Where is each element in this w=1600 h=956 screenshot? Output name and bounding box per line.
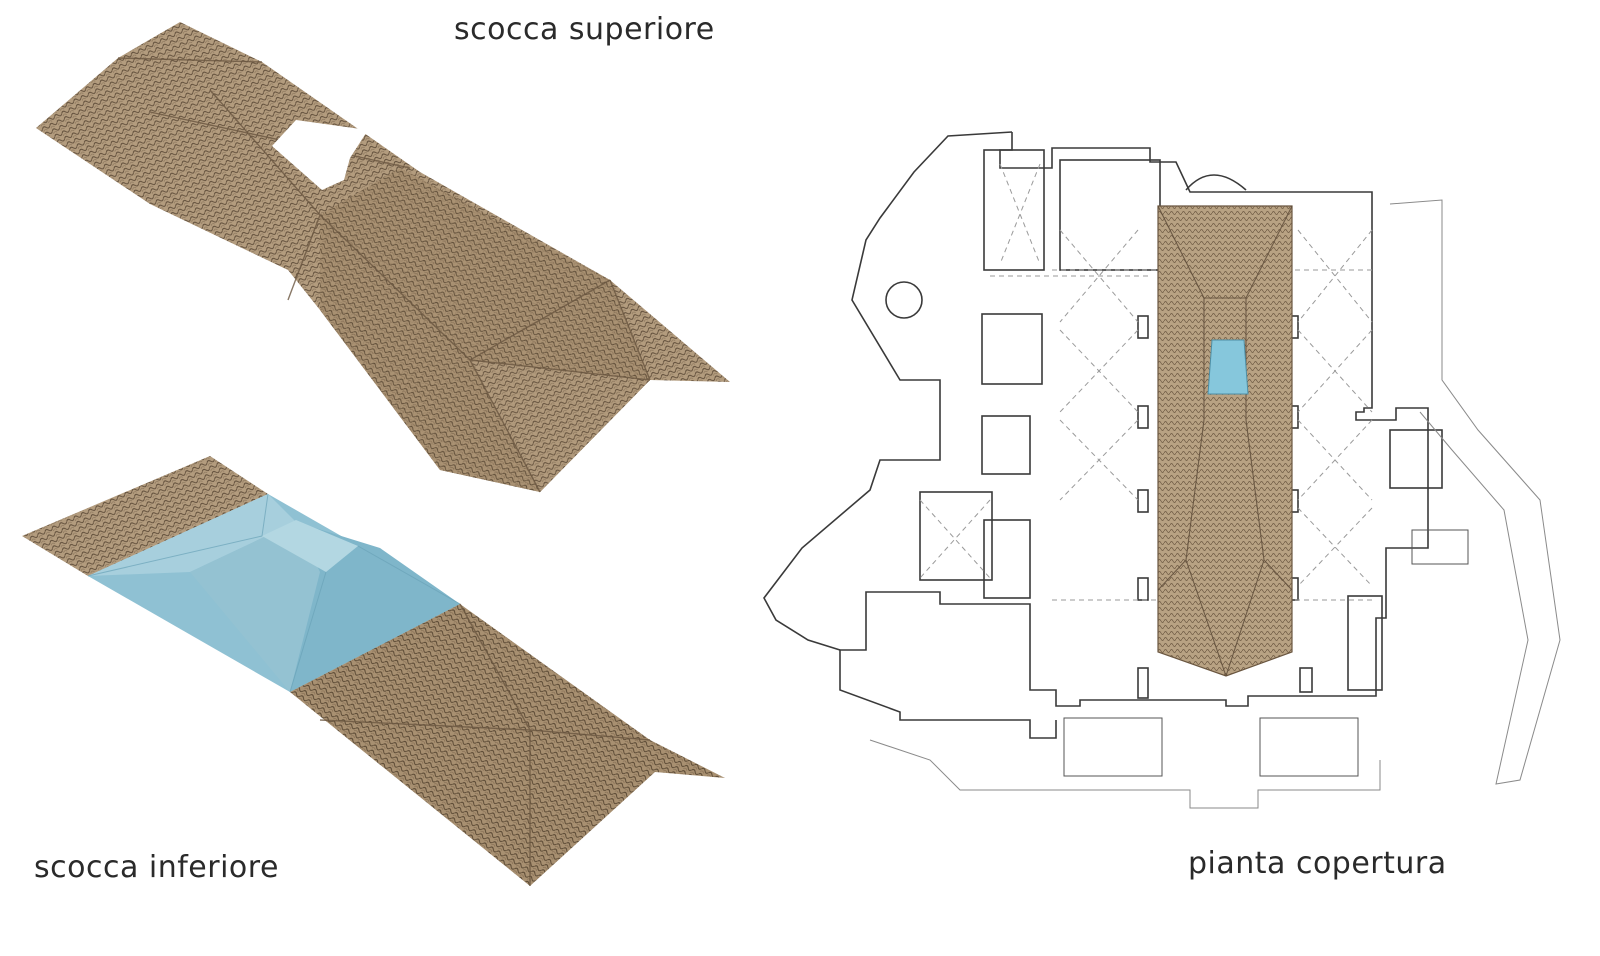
lower-shell-label: scocca inferiore	[34, 850, 279, 885]
lower-shell-lantern	[262, 520, 358, 572]
upper-shell-drawing	[36, 22, 730, 493]
plan-outline-west	[763, 131, 1013, 651]
lower-shell-left-tiles	[22, 456, 268, 576]
lower-shell-right-tiles	[290, 604, 725, 886]
plan-vault-lines	[919, 163, 1376, 601]
plan-apse	[1185, 174, 1247, 191]
upper-shell-label: scocca superiore	[454, 12, 715, 47]
lower-shell-vault-face	[190, 522, 320, 692]
plan-room	[1389, 429, 1443, 489]
upper-shell-opening	[272, 120, 368, 190]
plan-room	[983, 519, 1031, 599]
upper-shell-facet	[320, 168, 650, 492]
plan-nave-roof	[1157, 205, 1293, 677]
plan-outline	[839, 132, 1429, 739]
plan-round-tower	[885, 281, 923, 319]
plan-outer-terrace	[869, 199, 1561, 809]
plan-room	[1059, 159, 1161, 271]
plan-room	[919, 491, 993, 581]
plan-stair	[1347, 595, 1383, 691]
plan-skylight	[1207, 339, 1249, 395]
roof-plan-label: pianta copertura	[1188, 846, 1447, 881]
plan-steps	[1063, 529, 1469, 777]
roof-plan-drawing	[763, 131, 1443, 739]
plan-room	[981, 313, 1043, 385]
upper-shell-facet	[470, 360, 650, 492]
plan-room	[981, 415, 1031, 475]
plan-nave-roof-tiles	[1157, 205, 1293, 677]
lower-shell-vault-face	[88, 494, 296, 576]
plan-room	[983, 149, 1045, 271]
lower-shell-drawing	[22, 456, 725, 886]
